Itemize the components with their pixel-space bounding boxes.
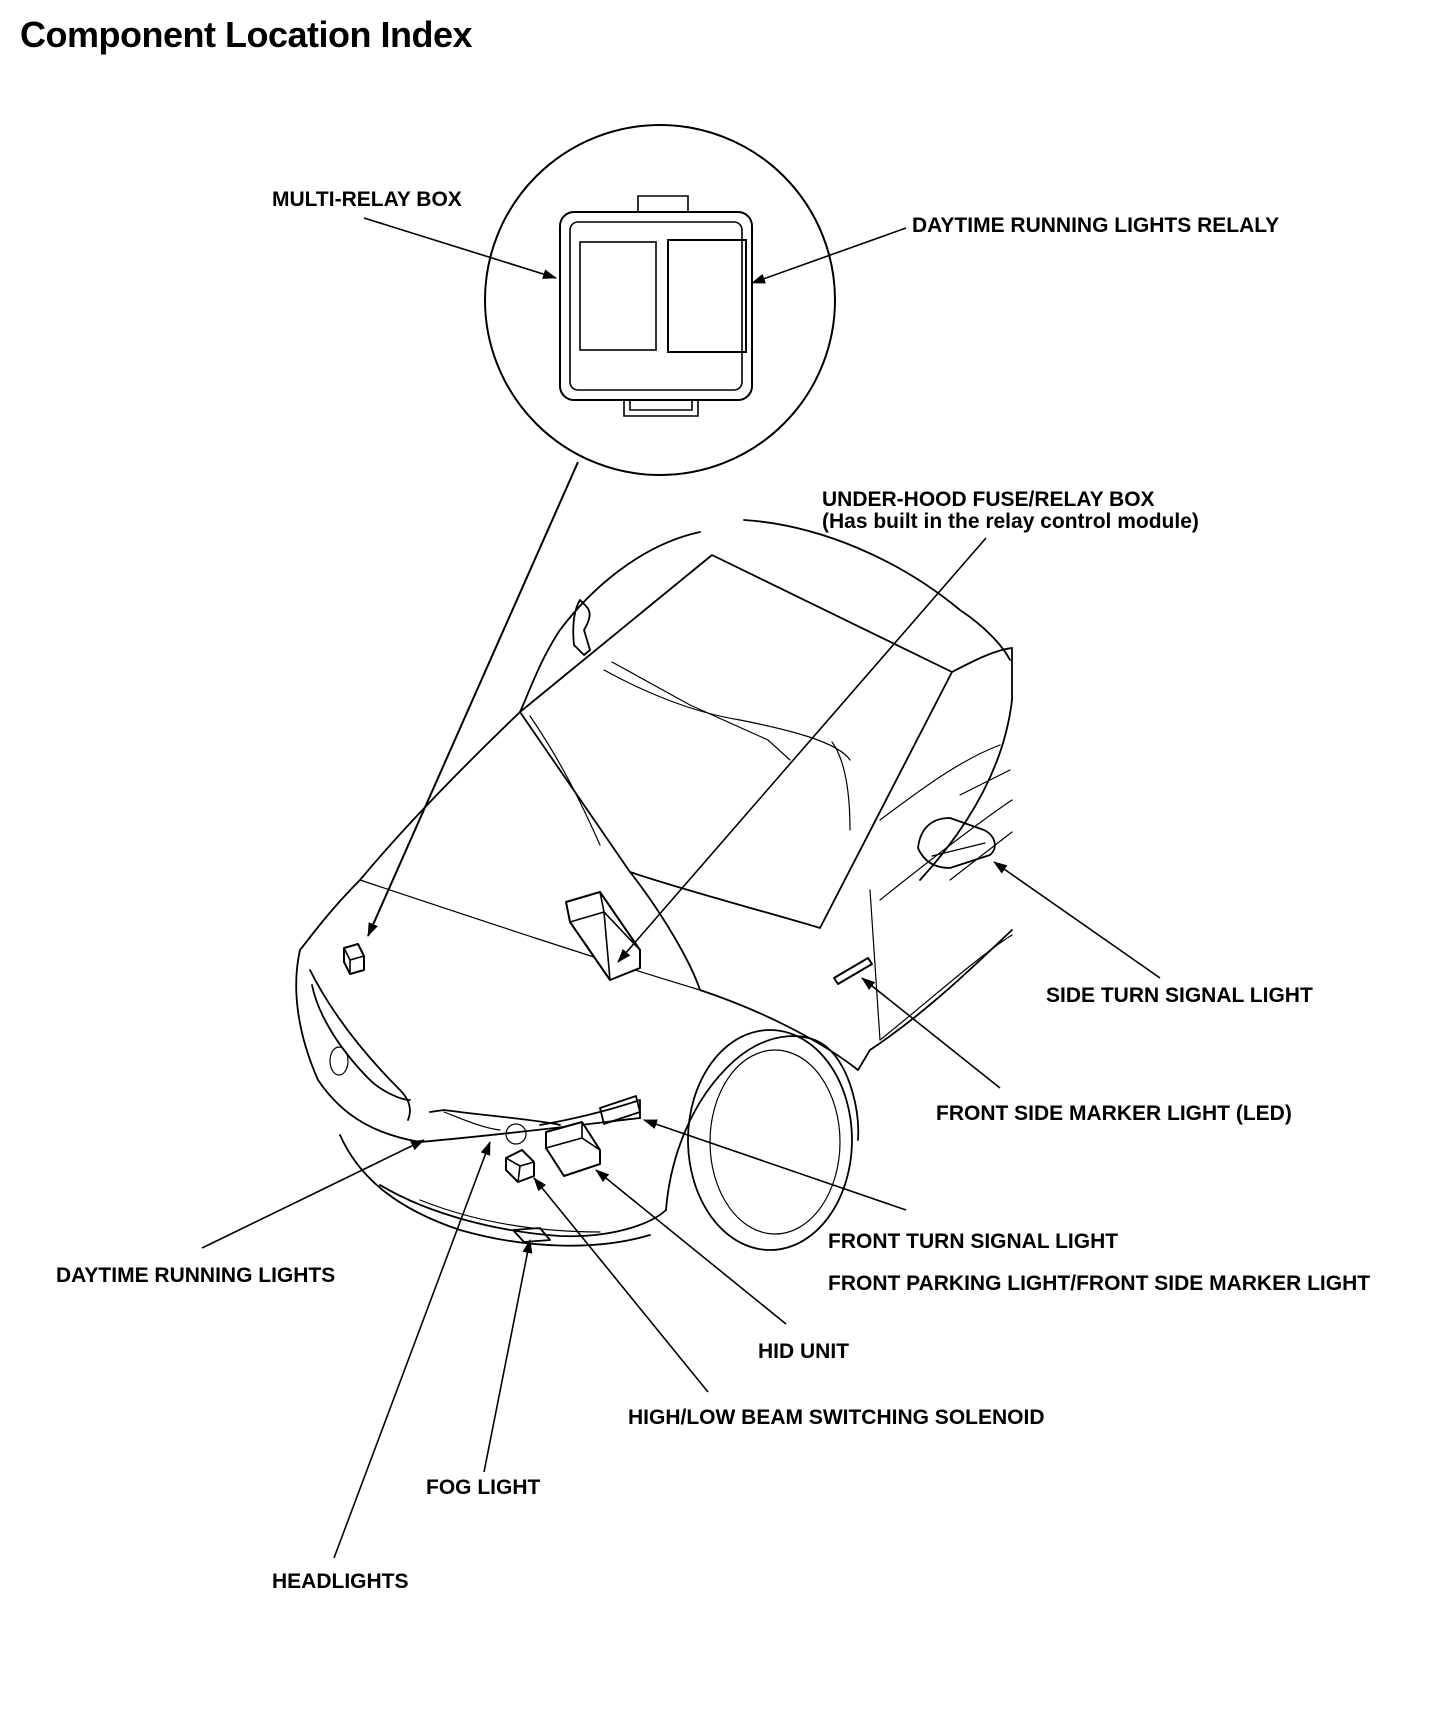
leader-front-turn-signal (643, 1119, 907, 1211)
leader-inset-to-car (367, 461, 579, 937)
leader-front-side-marker (861, 977, 1001, 1089)
front-side-marker-led-marker (833, 957, 873, 985)
label-hid-unit: HID UNIT (758, 1340, 849, 1363)
label-drl-relay: DAYTIME RUNNING LIGHTS RELALY (912, 214, 1279, 237)
label-front-turn-signal: FRONT TURN SIGNAL LIGHT (828, 1230, 1118, 1253)
under-hood-fuse-relay-box-marker (565, 891, 641, 981)
leader-drl (201, 1139, 425, 1249)
label-under-hood-box: UNDER-HOOD FUSE/RELAY BOX (822, 488, 1155, 511)
label-under-hood-box-note: (Has built in the relay control module) (822, 510, 1199, 533)
leader-under-hood-box (617, 537, 987, 963)
hid-unit-marker (545, 1121, 601, 1177)
label-side-turn-signal: SIDE TURN SIGNAL LIGHT (1046, 984, 1313, 1007)
multi-relay-box-marker (343, 943, 365, 975)
leader-hid-unit (595, 1169, 787, 1325)
label-headlights: HEADLIGHTS (272, 1570, 409, 1593)
callout-labels: MULTI-RELAY BOX DAYTIME RUNNING LIGHTS R… (56, 188, 1370, 1593)
leader-headlights (333, 1141, 491, 1559)
front-turn-signal-marker (599, 1095, 641, 1125)
leader-fog-light (483, 1239, 533, 1473)
label-beam-solenoid: HIGH/LOW BEAM SWITCHING SOLENOID (628, 1406, 1044, 1429)
beam-solenoid-marker (505, 1149, 535, 1183)
label-front-parking-light: FRONT PARKING LIGHT/FRONT SIDE MARKER LI… (828, 1272, 1370, 1295)
leader-lines (201, 217, 1161, 1559)
multi-relay-box-inset (484, 124, 836, 476)
label-multi-relay-box: MULTI-RELAY BOX (272, 188, 462, 211)
label-fog-light: FOG LIGHT (426, 1476, 540, 1499)
label-drl: DAYTIME RUNNING LIGHTS (56, 1264, 335, 1287)
leader-drl-relay (751, 227, 907, 284)
leader-beam-solenoid (533, 1177, 709, 1393)
leader-side-turn-signal (993, 861, 1161, 979)
leader-multi-relay-box (363, 217, 557, 279)
page-title: Component Location Index (20, 14, 473, 55)
label-front-side-marker-led: FRONT SIDE MARKER LIGHT (LED) (936, 1102, 1292, 1125)
car-illustration (295, 519, 1013, 1251)
